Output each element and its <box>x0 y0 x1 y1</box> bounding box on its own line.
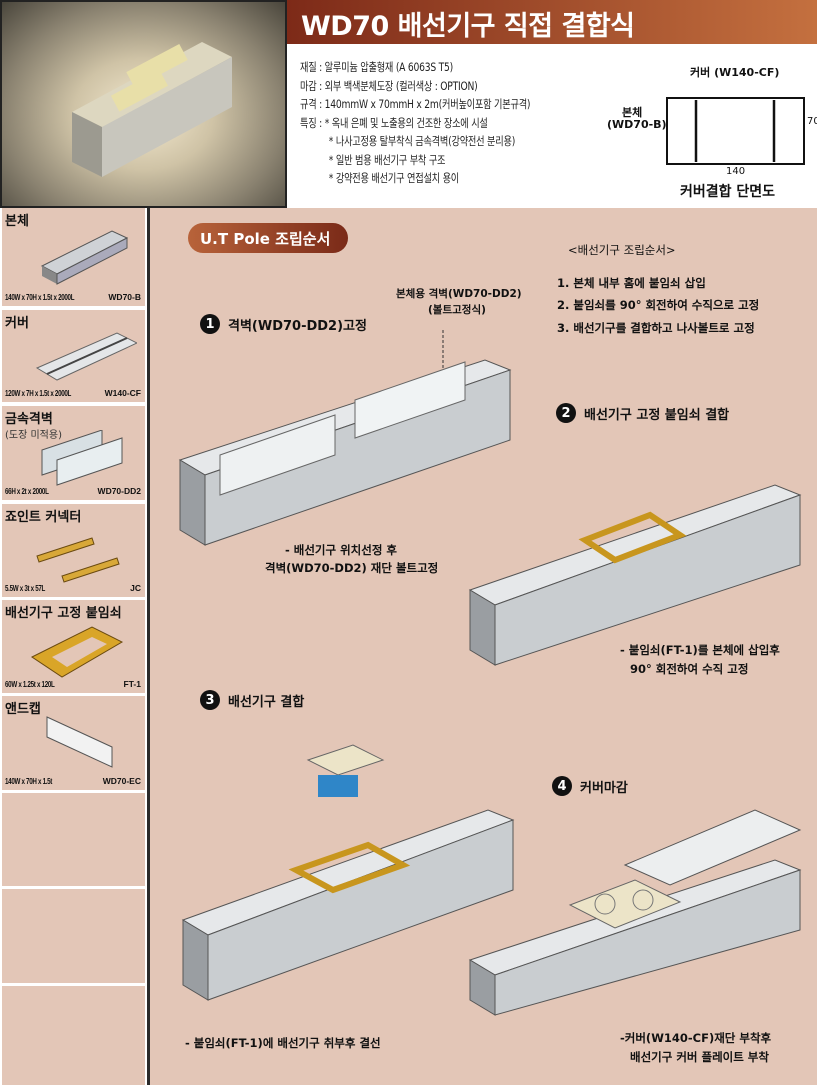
step-title: 배선기구 결합 <box>228 694 305 710</box>
part-dimensions: 60W x 1.25t x 120L <box>5 680 55 689</box>
part-dimensions: 66H x 2t x 2000L <box>5 487 49 496</box>
cross-section-drawing <box>666 97 805 165</box>
part-code: WD70-B <box>106 292 141 302</box>
step-2-duct-illustration <box>468 484 802 666</box>
cross-section-body-code: (WD70-B) <box>607 118 667 131</box>
order-item: 3. 배선기구를 결합하고 나사볼트로 고정 <box>557 321 755 335</box>
part-name: 본체 <box>5 214 29 229</box>
step-title: 커버마감 <box>580 780 628 796</box>
spec-block: 재질 : 알루미늄 압출형재 (A 6063S T5) 마감 : 외부 백색분체… <box>300 58 531 188</box>
step-1-callout: (볼트고정식) <box>428 304 486 316</box>
step-4-title: 4 커버마감 <box>552 776 628 796</box>
step-number: 1 <box>200 314 220 334</box>
part-code: JC <box>128 583 141 593</box>
part-card-partition: 금속격벽 (도장 미적용) 66H x 2t x 2000L WD70-DD2 <box>2 406 145 500</box>
cross-section-diagram: 커버 (W140-CF) 본체 (WD70-B) 70 140 커버결합 단면도 <box>600 60 817 200</box>
body-channel-image <box>40 230 129 285</box>
part-dimensions: 140W x 70H x 1.5t x 2000L <box>5 293 75 302</box>
cross-section-cover-label: 커버 (W140-CF) <box>690 66 780 79</box>
part-code: WD70-DD2 <box>95 486 141 496</box>
spec-material: 재질 : 알루미늄 압출형재 (A 6063S T5) <box>300 60 454 74</box>
assembly-heading: U.T Pole 조립순서 <box>188 223 348 253</box>
bracket-image <box>31 626 124 678</box>
header-section: WD70 배선기구 직접 결합식 재질 : 알루미늄 압출형재 (A 6063S… <box>0 0 817 208</box>
step-4-duct-illustration <box>468 809 802 1016</box>
part-code: W140-CF <box>102 388 141 398</box>
part-card-cover: 커버 120W x 7H x 1.5t x 2000L W140-CF <box>2 310 145 402</box>
order-title: <배선기구 조립순서> <box>568 243 676 257</box>
part-dimensions: 140W x 70H x 1.5t <box>5 777 53 786</box>
part-code: FT-1 <box>121 679 141 689</box>
step-3-duct-illustration <box>181 744 515 1001</box>
step-3-note: - 붙임쇠(FT-1)에 배선기구 취부후 결선 <box>185 1036 381 1050</box>
step-1-callout: 본체용 격벽(WD70-DD2) <box>396 288 522 300</box>
product-photo <box>0 0 287 208</box>
empty-panel <box>2 793 145 886</box>
step-number: 2 <box>556 403 576 423</box>
step-1-title: 1 격벽(WD70-DD2)고정 <box>200 314 367 334</box>
joint-connector-image <box>36 537 120 583</box>
spec-feature: * 옥내 은폐 및 노출용의 건조한 장소에 시설 <box>324 115 488 130</box>
step-4-note: -커버(W140-CF)재단 부착후 <box>620 1031 772 1045</box>
part-name: 커버 <box>5 316 29 331</box>
spec-features-label: 특징 : <box>300 115 322 130</box>
step-2-title: 2 배선기구 고정 붙임쇠 결합 <box>556 403 729 423</box>
step-number: 3 <box>200 690 220 710</box>
duct-photo-illustration <box>72 42 232 177</box>
empty-panel <box>2 986 145 1085</box>
step-number: 4 <box>552 776 572 796</box>
part-name: 앤드캡 <box>5 702 41 717</box>
step-2-note: 90° 회전하여 수직 고정 <box>630 662 749 676</box>
step-2-note: - 붙임쇠(FT-1)를 본체에 삽입후 <box>620 643 780 657</box>
part-note: (도장 미적용) <box>5 430 62 441</box>
spec-feature: * 일반 범용 배선기구 부착 구조 <box>328 152 446 167</box>
spec-size: 규격 : 140mmW x 70mmH x 2m(커버높이포함 기본규격) <box>300 97 531 111</box>
part-dimensions: 120W x 7H x 1.5t x 2000L <box>5 389 72 398</box>
part-card-body: 본체 140W x 70H x 1.5t x 2000L WD70-B <box>2 208 145 306</box>
part-code: WD70-EC <box>100 776 141 786</box>
sidebar-divider <box>147 208 150 1085</box>
order-item: 1. 본체 내부 홈에 붙임쇠 삽입 <box>557 276 706 290</box>
step-4-note: 배선기구 커버 플레이트 부착 <box>630 1050 769 1064</box>
part-name: 배선기구 고정 붙임쇠 <box>5 606 122 621</box>
spec-feature: * 나사고정용 탈부착식 금속격벽(강약전선 분리용) <box>328 134 516 148</box>
endcap-image <box>46 716 113 768</box>
page-title: WD70 배선기구 직접 결합식 <box>287 0 817 44</box>
cross-section-height: 70 <box>807 116 817 127</box>
part-card-endcap: 앤드캡 140W x 70H x 1.5t WD70-EC <box>2 696 145 790</box>
part-card-bracket: 배선기구 고정 붙임쇠 60W x 1.25t x 120L FT-1 <box>2 600 145 693</box>
spec-finish: 마감 : 외부 백색분체도장 (컬러색상 : OPTION) <box>300 78 478 93</box>
cross-section-body-label: 본체 <box>622 106 643 119</box>
partition-image <box>41 430 123 486</box>
part-card-joint: 죠인트 커넥터 5.5W x 3t x 57L JC <box>2 504 145 597</box>
step-title: 격벽(WD70-DD2)고정 <box>228 318 367 334</box>
cross-section-caption: 커버결합 단면도 <box>680 184 776 200</box>
step-1-duct-illustration <box>178 330 512 546</box>
cover-image <box>35 332 137 381</box>
spec-feature: * 강약전용 배선기구 연접설치 용이 <box>328 171 460 185</box>
step-1-note: 격벽(WD70-DD2) 재단 볼트고정 <box>265 561 439 575</box>
part-name: 죠인트 커넥터 <box>5 510 82 525</box>
part-name: 금속격벽 <box>5 412 53 427</box>
cross-section-width: 140 <box>726 166 746 177</box>
empty-panel <box>2 889 145 983</box>
parts-sidebar: 본체 140W x 70H x 1.5t x 2000L WD70-B 커버 1… <box>0 208 147 1085</box>
step-1-note: - 배선기구 위치선정 후 <box>285 543 398 557</box>
step-3-title: 3 배선기구 결합 <box>200 690 304 710</box>
order-item: 2. 붙임쇠를 90° 회전하여 수직으로 고정 <box>557 298 760 312</box>
step-title: 배선기구 고정 붙임쇠 결합 <box>584 407 730 423</box>
part-dimensions: 5.5W x 3t x 57L <box>5 584 46 593</box>
